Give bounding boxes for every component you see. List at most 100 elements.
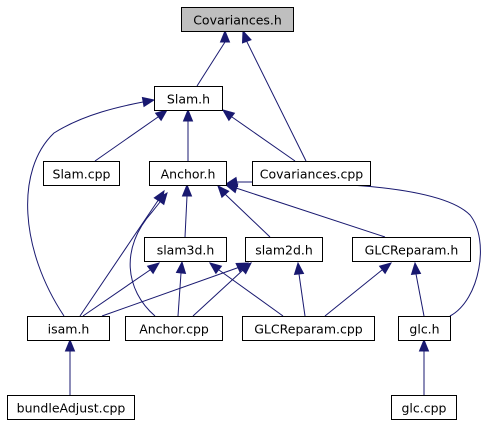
node-label: isam.h: [48, 322, 90, 337]
node-isam-h[interactable]: isam.h: [27, 316, 110, 341]
arrowhead-icon: [217, 185, 230, 199]
edge-line: [298, 273, 306, 317]
node-label: GLCReparam.h: [365, 243, 459, 258]
arrowhead-icon: [181, 183, 193, 197]
arrowhead-icon: [293, 261, 305, 275]
edge-covariances_cpp-to-slam_h: [221, 109, 296, 162]
node-label: slam3d.h: [157, 243, 215, 258]
node-box[interactable]: [144, 237, 227, 262]
node-slam-cpp[interactable]: Slam.cpp: [43, 161, 120, 186]
arrowhead-icon: [224, 176, 239, 188]
arrowhead-icon: [418, 338, 430, 352]
arrowhead-icon: [64, 338, 76, 352]
node-label: Covariances.cpp: [260, 167, 363, 182]
node-anchor-h[interactable]: Anchor.h: [149, 161, 227, 186]
node-box[interactable]: [27, 316, 110, 341]
node-anchor-cpp[interactable]: Anchor.cpp: [125, 316, 223, 341]
arrowhead-icon: [175, 260, 187, 274]
edge-glcreparam_cpp-to-slam2d_h: [293, 261, 306, 317]
node-label: GLCReparam.cpp: [254, 322, 363, 337]
arrowhead-icon: [155, 191, 168, 206]
edge-line: [129, 201, 161, 317]
edge-slam_h-to-covariances_h: [196, 29, 231, 87]
node-glc-cpp[interactable]: glc.cpp: [391, 395, 457, 420]
edge-line: [192, 269, 244, 317]
edge-line: [218, 269, 284, 317]
arrowhead-icon: [378, 262, 393, 275]
node-glcreparam-cpp[interactable]: GLCReparam.cpp: [242, 316, 375, 341]
node-box[interactable]: [43, 161, 120, 186]
node-slam3d-h[interactable]: slam3d.h: [144, 237, 227, 262]
edge-line: [224, 193, 271, 238]
node-box[interactable]: [252, 161, 371, 186]
edge-glcreparam_cpp-to-slam3d_h: [208, 262, 284, 317]
node-slam2d-h[interactable]: slam2d.h: [245, 237, 323, 262]
node-glc-h[interactable]: glc.h: [398, 316, 451, 341]
edge-line: [82, 269, 151, 317]
arrowhead-icon: [208, 262, 223, 275]
edge-anchor_cpp-to-slam3d_h: [175, 260, 187, 317]
node-bundleadjust-cpp[interactable]: bundleAdjust.cpp: [7, 395, 135, 420]
arrowhead-icon: [154, 109, 169, 122]
edge-bundleadjust_cpp-to-isam_h: [64, 338, 76, 395]
arrowhead-icon: [141, 96, 156, 108]
node-box[interactable]: [125, 316, 223, 341]
edge-isam_h-to-slam3d_h: [82, 262, 161, 317]
node-label: slam2d.h: [255, 243, 313, 258]
edge-line: [177, 272, 182, 317]
edge-glc_h-to-glcreparam_h: [410, 261, 425, 317]
edge-line: [324, 269, 383, 317]
edge-glcreparam_h-to-anchor_h: [224, 183, 386, 238]
node-box[interactable]: [398, 316, 451, 341]
edge-line: [27, 101, 144, 317]
node-label: glc.cpp: [402, 401, 447, 416]
edge-line: [415, 273, 425, 317]
arrowhead-icon: [410, 261, 422, 275]
edge-line: [94, 116, 159, 162]
edge-isam_h-to-slam2d_h: [101, 262, 250, 317]
node-label: Slam.h: [167, 92, 210, 107]
edge-isam_h-to-slam_h: [27, 96, 156, 317]
edge-line: [231, 116, 296, 162]
edge-slam_cpp-to-slam_h: [94, 109, 169, 162]
node-slam-h[interactable]: Slam.h: [154, 86, 223, 111]
node-box[interactable]: [154, 86, 223, 111]
node-label: Covariances.h: [193, 13, 282, 28]
edge-slam2d_h-to-anchor_h: [217, 185, 271, 238]
edges-layer: [27, 29, 481, 395]
node-label: Slam.cpp: [53, 167, 111, 182]
node-box[interactable]: [181, 7, 294, 32]
arrowhead-icon: [146, 262, 161, 275]
edge-line: [101, 267, 239, 317]
edge-anchor_h-to-slam_h: [182, 108, 194, 161]
edge-covariances_cpp-to-covariances_h: [241, 29, 307, 162]
arrowhead-icon: [221, 109, 236, 122]
edge-anchor_cpp-to-slam2d_h: [192, 262, 252, 317]
node-box[interactable]: [245, 237, 323, 262]
node-box[interactable]: [391, 395, 457, 420]
node-label: Anchor.cpp: [139, 322, 209, 337]
node-label: bundleAdjust.cpp: [17, 401, 126, 416]
edge-glcreparam_cpp-to-glcreparam_h: [324, 262, 393, 317]
node-box[interactable]: [149, 161, 227, 186]
node-covariances-h[interactable]: Covariances.h: [181, 7, 294, 32]
node-covariances-cpp[interactable]: Covariances.cpp: [252, 161, 371, 186]
edge-line: [246, 41, 307, 162]
edge-anchor_cpp-to-anchor_h: [129, 191, 168, 317]
edge-line: [79, 200, 159, 317]
node-box[interactable]: [7, 395, 135, 420]
arrowhead-icon: [219, 29, 231, 43]
edge-glc_cpp-to-glc_h: [418, 338, 430, 395]
arrowhead-icon: [182, 108, 194, 122]
arrowhead-icon: [238, 262, 252, 275]
node-label: Anchor.h: [161, 167, 216, 182]
node-glcreparam-h[interactable]: GLCReparam.h: [352, 237, 471, 262]
edge-line: [235, 187, 386, 238]
edge-slam3d_h-to-anchor_h: [181, 183, 193, 238]
edge-line: [184, 195, 188, 238]
node-box[interactable]: [352, 237, 471, 262]
edge-line: [196, 41, 226, 87]
node-box[interactable]: [242, 316, 375, 341]
